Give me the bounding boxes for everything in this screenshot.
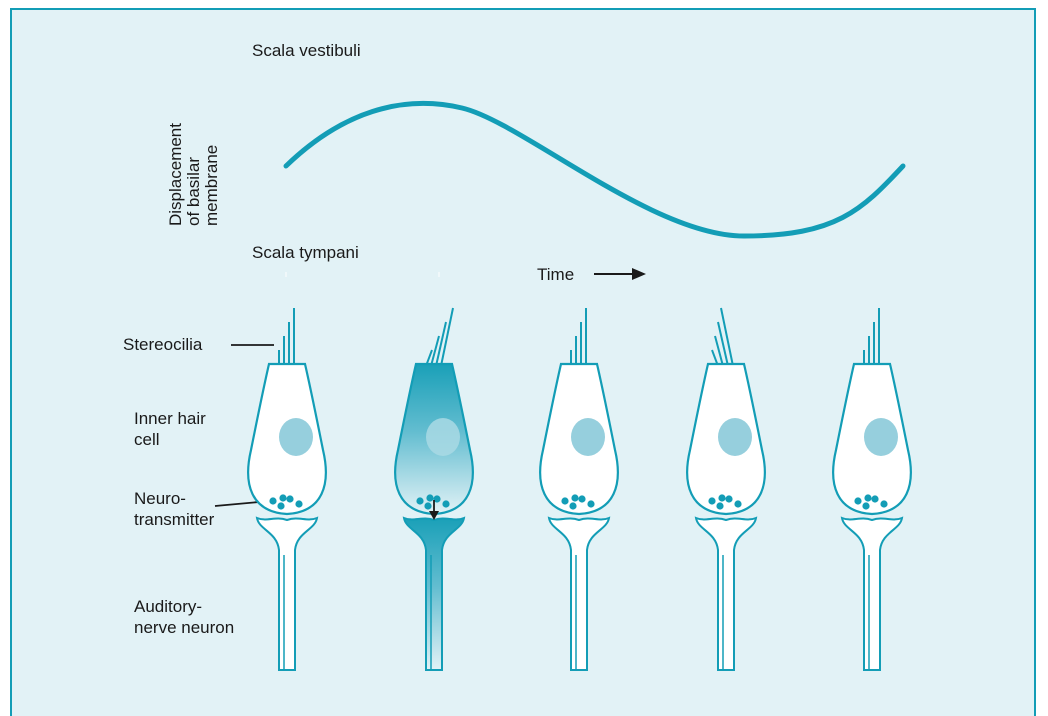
neurotransmitter-vesicle [587,500,594,507]
neurotransmitter-vesicle [708,497,715,504]
auditory-nerve-neuron [404,518,464,670]
neurotransmitter-vesicle [416,497,423,504]
neurotransmitter-vesicle [725,495,732,502]
neurotransmitter-vesicle [561,497,568,504]
neurotransmitter-vesicle [426,494,433,501]
neurotransmitter-vesicle [734,500,741,507]
stereocilia-bundle-5 [864,308,879,366]
nucleus [426,418,460,456]
time-arrow-head [632,268,646,280]
neurotransmitter-vesicle [718,494,725,501]
neurotransmitter-vesicle [862,502,869,509]
auditory-nerve-neuron [696,518,756,670]
hair-cell-4 [687,308,765,670]
hair-cell-5 [833,308,911,670]
nucleus [718,418,752,456]
neurotransmitter-vesicle [442,500,449,507]
neurotransmitter-vesicle [716,502,723,509]
stereocilia-bundle-1 [279,308,294,366]
neurotransmitter-vesicle [286,495,293,502]
neurotransmitter-vesicle [424,502,431,509]
neurotransmitter-vesicle [864,494,871,501]
auditory-nerve-neuron [257,518,317,670]
neurotransmitter-vesicle [269,497,276,504]
diagram-artwork [12,10,1036,716]
neurotransmitter-vesicle [578,495,585,502]
neurotransmitter-vesicle [569,502,576,509]
stereocilia-bundle-2 [426,308,453,366]
neurotransmitter-vesicle [295,500,302,507]
diagram-figure: Scala vestibuli Scala tympani Displaceme… [10,8,1036,716]
neurotransmitter-vesicle [279,494,286,501]
stereocilia-bundle-4 [712,308,733,366]
stereocilia-bundle-3 [571,308,586,366]
nucleus [571,418,605,456]
stereocilium [718,322,728,366]
hair-cell-2 [395,308,473,670]
neurotransmitter-vesicle [277,502,284,509]
neurotransmitter-vesicle [854,497,861,504]
nucleus [864,418,898,456]
auditory-nerve-neuron [842,518,902,670]
hair-cell-1 [248,308,326,670]
neurotransmitter-vesicle [571,494,578,501]
neurotransmitter-vesicle [871,495,878,502]
nucleus [279,418,313,456]
auditory-nerve-neuron [549,518,609,670]
hair-cell-3 [540,308,618,670]
basilar-membrane-wave [286,103,903,236]
neurotransmitter-vesicle [880,500,887,507]
